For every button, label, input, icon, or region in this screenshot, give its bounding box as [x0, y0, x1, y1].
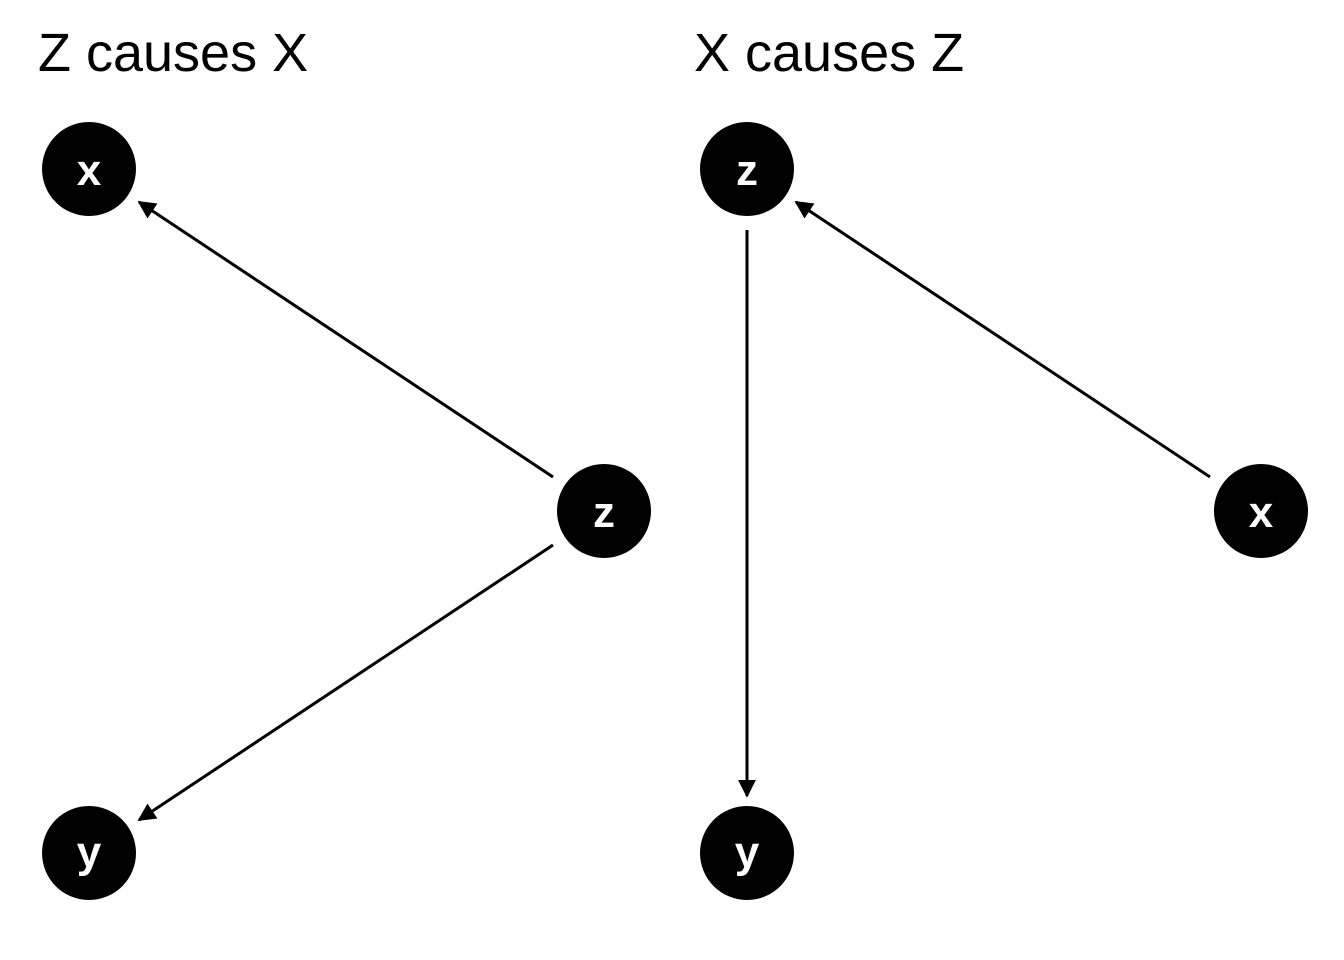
- panel-title-x-causes-z: X causes Z: [694, 23, 965, 83]
- node-y-right: y: [700, 806, 794, 900]
- node-label-z-right: z: [736, 146, 758, 195]
- node-label-y-right: y: [735, 828, 760, 877]
- edge-x-to-z-right: [794, 200, 1211, 479]
- edge-z-to-y-left: [137, 543, 554, 822]
- node-x-left: x: [42, 122, 136, 216]
- node-label-z-left: z: [593, 488, 615, 537]
- node-label-x-left: x: [77, 146, 102, 195]
- node-label-y-left: y: [77, 828, 102, 877]
- node-z-right: z: [700, 122, 794, 216]
- edge-z-to-x-left: [137, 200, 554, 479]
- panel-title-z-causes-x: Z causes X: [38, 23, 309, 83]
- node-x-right: x: [1214, 464, 1308, 558]
- node-label-x-right: x: [1249, 488, 1274, 537]
- node-z-left: z: [557, 464, 651, 558]
- node-y-left: y: [42, 806, 136, 900]
